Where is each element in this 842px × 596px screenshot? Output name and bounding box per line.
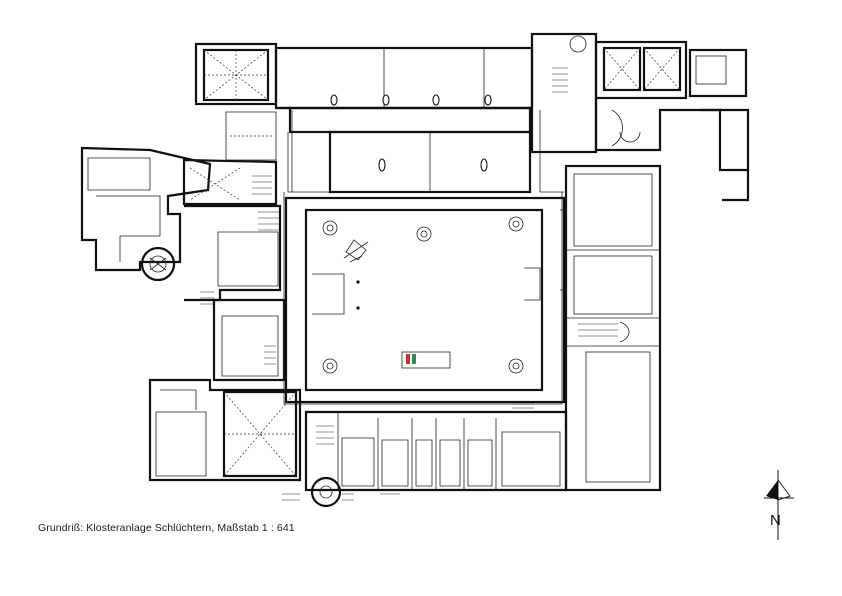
courtyard-fountain-icon xyxy=(343,239,369,263)
northeast-block xyxy=(530,32,750,202)
courtyard xyxy=(284,196,566,404)
corridor xyxy=(283,110,564,405)
north-arrow-icon xyxy=(764,470,794,540)
south-wing xyxy=(148,378,568,508)
north-label: N xyxy=(770,512,781,529)
courtyard-tree-icon xyxy=(322,216,524,374)
west-wing xyxy=(80,146,286,382)
east-wing xyxy=(560,164,662,492)
plan-caption: Grundriß: Klosteranlage Schlüchtern, Maß… xyxy=(38,522,295,534)
north-wing xyxy=(194,42,534,194)
courtyard-marker xyxy=(401,351,451,369)
